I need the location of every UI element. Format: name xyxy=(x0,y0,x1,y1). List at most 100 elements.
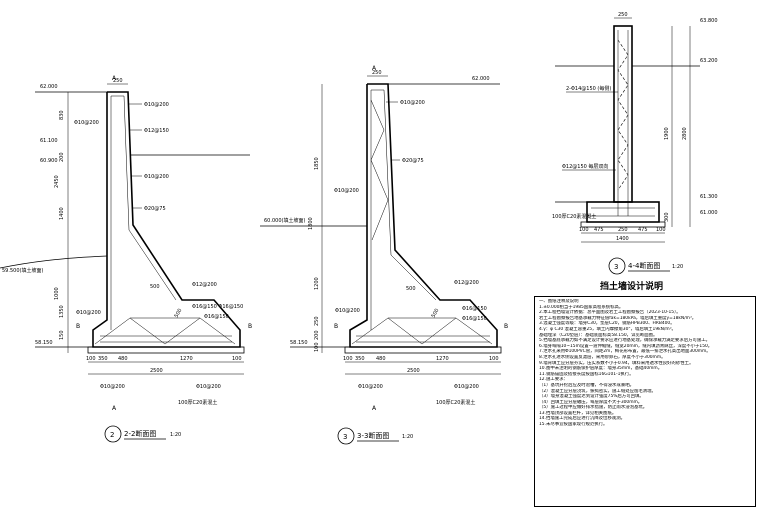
notes-line: 12.施工要求： xyxy=(539,377,568,383)
dim-bottom-3: 475 xyxy=(638,227,648,233)
rebar-label-3: Φ12@200 xyxy=(454,280,479,286)
rebar-label-2: Φ10@200 xyxy=(334,188,359,194)
cut-mark-top: A xyxy=(372,65,377,72)
rebar-label-1: Φ20@75 xyxy=(402,158,424,164)
rebar-label-2: Φ12@150 xyxy=(144,128,169,134)
rebar-label-3: Φ10@200 xyxy=(144,174,169,180)
section-number: 3 xyxy=(614,263,618,271)
dim-bottom-0: 100 xyxy=(579,227,589,233)
rebar-label-0: Φ10@200 xyxy=(144,102,169,108)
wall-rebar xyxy=(111,95,177,301)
dim-bottom-1: 350 xyxy=(98,356,108,362)
cushion-label: 100厚C20素混土 xyxy=(178,399,217,406)
dim-bottom-0: 100 xyxy=(343,356,353,362)
slope-dim-1: 500 xyxy=(431,308,441,319)
section-title: 3-3断面图 xyxy=(357,431,389,440)
elev-b2: 61.000 xyxy=(700,210,718,216)
b-mark-left: B xyxy=(76,323,80,330)
section-scale: 1:20 xyxy=(672,264,683,270)
notes-line: 3.混凝土强度等级：墙身C30，垫层C20，钢筋HPB300、HRB400。 xyxy=(539,321,675,327)
notes-title: 挡土墙设计说明 xyxy=(600,282,664,292)
rebar-label-1: Φ12@150 每层双向 xyxy=(562,163,608,170)
elev-top: 62.000 xyxy=(472,76,490,82)
notes-line: （2）混凝土应分层浇筑，振捣密实，施工缝处应凿毛清理。 xyxy=(539,388,656,394)
rebar-label-6: Φ10@200 xyxy=(335,308,360,314)
elev-base: 58.150 xyxy=(290,340,308,346)
dim-left-4: 200 xyxy=(314,330,320,340)
notes-line: （3）墙身混凝土强度达到设计强度75%后方可回填。 xyxy=(539,394,644,400)
dim-right-1: 300 xyxy=(664,212,670,222)
b-mark-left: B xyxy=(334,323,338,330)
wall-outline xyxy=(349,83,498,348)
slope-dim-0: 500 xyxy=(406,286,416,292)
notes-line: 9.墙背填土应分层夯实，压实系数不小于0.94，填料采用透水性良好的砂性土。 xyxy=(539,360,694,366)
section-2-2: 62.000 61.100 60.900 59.500(填土坡面) 58.150… xyxy=(0,75,252,443)
notes-line: （4）回填土应分层碾压，每层厚度不大于300mm。 xyxy=(539,399,643,405)
dim-left-4: 1000 xyxy=(54,287,60,300)
dim-bottom-4: 100 xyxy=(489,356,499,362)
notes-line: 岩土工程勘察报告地基承载力特征值fak=180kPa，墙后填土重度γ=18kN/… xyxy=(539,315,697,321)
notes-line: （5）施工过程中应做好排水措施，防止雨水浸泡基坑。 xyxy=(539,405,648,411)
cut-mark-bottom: A xyxy=(112,405,117,412)
dim-bottom-1: 350 xyxy=(355,356,365,362)
section-number: 2 xyxy=(110,431,114,439)
rebar-label-8: Φ10@200 xyxy=(76,310,101,316)
notes-line: 4.γ：φ C30 混凝土容重25，填土内摩擦角30°，墙后填土19kN/m³。 xyxy=(539,326,676,332)
notes-line: 15.未尽事宜按国家现行规范执行。 xyxy=(539,422,608,428)
dim-right-0: 1900 xyxy=(664,127,670,140)
dim-top: 250 xyxy=(372,70,382,76)
elev-ground: 63.200 xyxy=(700,58,718,64)
elev-mid2: 60.900 xyxy=(40,158,58,164)
notes-line: 14.挡墙施工完成后应进行沉降及位移观测。 xyxy=(539,416,626,422)
section-title: 2-2断面图 xyxy=(124,429,156,438)
dim-left-0: 830 xyxy=(59,110,65,120)
notes-line: 一、图纸注释及说明 xyxy=(539,299,579,304)
rebar-label-5: Φ16@150 xyxy=(462,316,487,322)
section-scale: 1:20 xyxy=(170,432,181,438)
dim-total: 2500 xyxy=(407,368,420,374)
notes-line: 10.图中未注明的钢筋保护层厚度：墙身35mm，基础40mm。 xyxy=(539,366,663,372)
dim-left-3: 250 xyxy=(314,316,320,326)
section-3-3: 62.000 60.000(填土坡面) 58.150 1850 1800 120… xyxy=(260,65,508,445)
dim-total: 2500 xyxy=(150,368,163,374)
notes-line: 1.±0.000相当于1985国家高程系统标高。 xyxy=(539,304,624,310)
cushion-label: 100厚C20素混土 xyxy=(436,399,475,406)
dim-top: 250 xyxy=(618,12,628,18)
notes-line: 7.泄水孔采用Φ100PVC管，间距2m，梅花形布置，最低一排泄水孔高出地面30… xyxy=(539,349,711,355)
dim-top: 250 xyxy=(113,78,123,84)
rebar-label-0: 2-Φ14@150 (每侧) xyxy=(566,85,611,92)
rebar-label-0: Φ10@200 xyxy=(400,100,425,106)
notes-line: 2.本工程挡墙设计依据：总平面图及岩土工程勘察报告（2023-10-15）。 xyxy=(539,310,681,316)
cushion-label: 100厚C20素混凝土 xyxy=(552,213,596,220)
rebar-label-4: Φ20@75 xyxy=(144,206,166,212)
section-title: 4-4断面图 xyxy=(628,261,660,270)
rebar-label-9: Φ10@200 xyxy=(100,384,125,390)
elev-base: 58.150 xyxy=(35,340,53,346)
elev-top: 62.000 xyxy=(40,84,58,90)
rebar-label-7: Φ16@150 xyxy=(204,314,229,320)
dim-right-total: 2800 xyxy=(682,127,688,140)
dim-bottom-3: 1270 xyxy=(436,356,449,362)
elev-slope: 59.500(填土坡面) xyxy=(2,267,43,274)
notes-line: 11.钢筋锚固及搭接长度按国标16G101-1执行。 xyxy=(539,371,634,377)
dim-bottom-1: 475 xyxy=(594,227,604,233)
section-number: 3 xyxy=(343,433,347,441)
dim-left-6: 150 xyxy=(59,330,65,340)
dim-bottom-0: 100 xyxy=(86,356,96,362)
dim-bottom-2: 480 xyxy=(376,356,386,362)
dim-left-2: 1200 xyxy=(314,277,320,290)
rebar-label-6: Φ16@150 Φ16@150 xyxy=(192,304,243,310)
slope-dim-1: 500 xyxy=(174,308,184,319)
rebar-label-7: Φ10@200 xyxy=(358,384,383,390)
cut-mark-top: A xyxy=(112,75,117,82)
dim-total: 1400 xyxy=(616,236,629,242)
notes-line: 基础埋深（C20垫层）：基础底面标高58.150，详见断面图。 xyxy=(539,332,658,338)
dim-left-3: 1400 xyxy=(59,207,65,220)
b-mark-right: B xyxy=(248,323,252,330)
cut-mark-bottom: A xyxy=(372,405,377,412)
notes-line: （1）基坑开挖后应及时验槽，不得浸水或暴晒。 xyxy=(539,382,634,388)
notes-line: 6.墙身每隔10~15m设置一道伸缩缝，缝宽20mm，缝内填沥青麻丝，深度不小于… xyxy=(539,343,713,349)
dim-left-5: 100 xyxy=(314,342,320,352)
rebar-label-5: Φ12@200 xyxy=(192,282,217,288)
